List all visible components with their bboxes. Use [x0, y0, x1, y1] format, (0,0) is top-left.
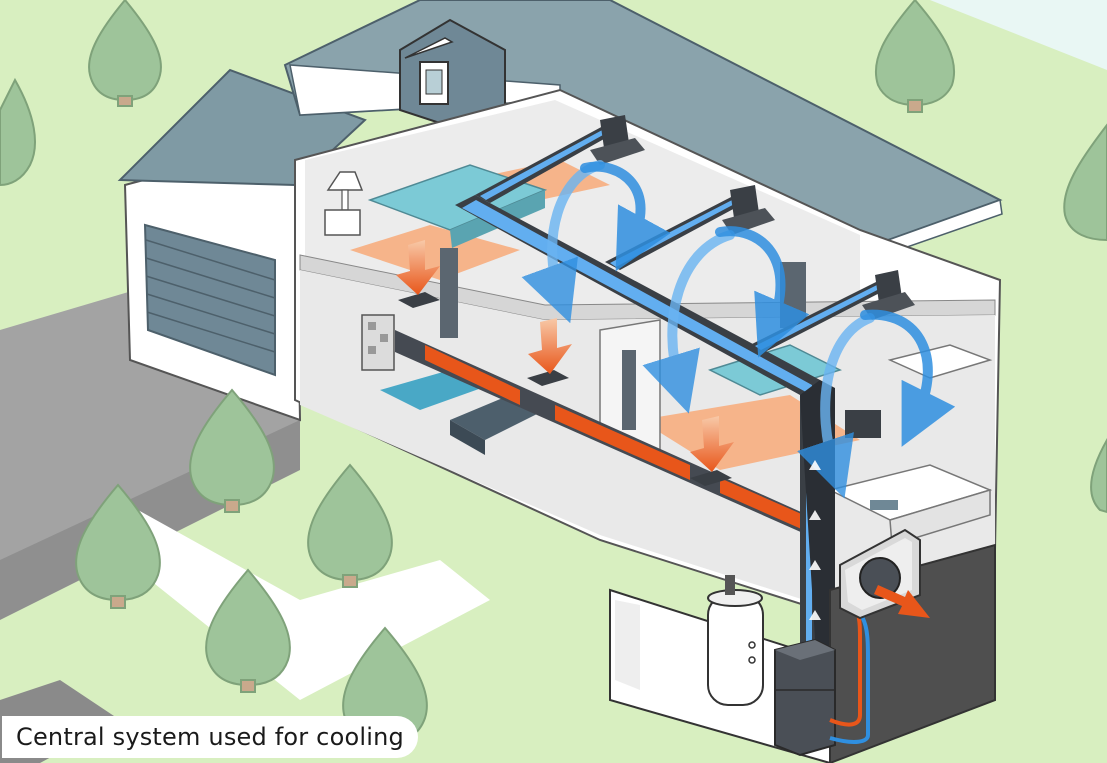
fireplace — [361, 314, 395, 371]
tree-icon — [75, 483, 161, 609]
lamp — [324, 171, 364, 236]
tree-icon — [1063, 123, 1107, 242]
bathtub — [887, 344, 993, 379]
cool-air-arrow-icon — [715, 226, 810, 358]
warm-air-arrow-icon — [528, 318, 572, 374]
pond — [930, 0, 1107, 70]
tree-icon — [874, 0, 956, 113]
floor-register-3 — [690, 470, 732, 486]
supply-duct-lower — [395, 330, 830, 545]
basement-inner — [615, 600, 640, 690]
garage-door-panels — [145, 239, 276, 353]
cool-air-loops — [521, 160, 956, 499]
floor-register-1 — [398, 292, 440, 308]
tree-icon — [205, 568, 291, 693]
interior-door — [622, 350, 636, 430]
floor-register-2 — [527, 370, 569, 386]
dormer — [399, 18, 506, 130]
warm-air-arrow-icon — [690, 416, 734, 472]
duct-flow-markers — [809, 460, 821, 620]
garage-door — [143, 223, 276, 377]
tree-icon — [88, 0, 162, 107]
tree-icon — [0, 77, 36, 187]
water-heater-icon — [707, 575, 764, 706]
trees — [0, 0, 1107, 745]
upstairs-door — [440, 248, 458, 338]
rug-upstairs — [350, 225, 520, 280]
sink — [870, 500, 898, 510]
cool-air-arrow-icon — [860, 309, 956, 447]
caption-label: Central system used for cooling — [2, 716, 418, 758]
exhaust-arrow-icon — [874, 585, 930, 618]
cool-air-arrow-icon — [642, 230, 735, 414]
tree-icon — [307, 463, 393, 588]
cool-air-arrow-icon — [797, 313, 875, 499]
warm-air-arrow-icon — [396, 240, 440, 295]
furnace-icon — [774, 638, 836, 757]
branch-duct-1 — [475, 115, 645, 203]
tree-icon — [189, 388, 275, 513]
tv — [845, 410, 881, 438]
cool-air-arrow-icon — [580, 161, 671, 272]
tree-icon — [1090, 437, 1107, 514]
